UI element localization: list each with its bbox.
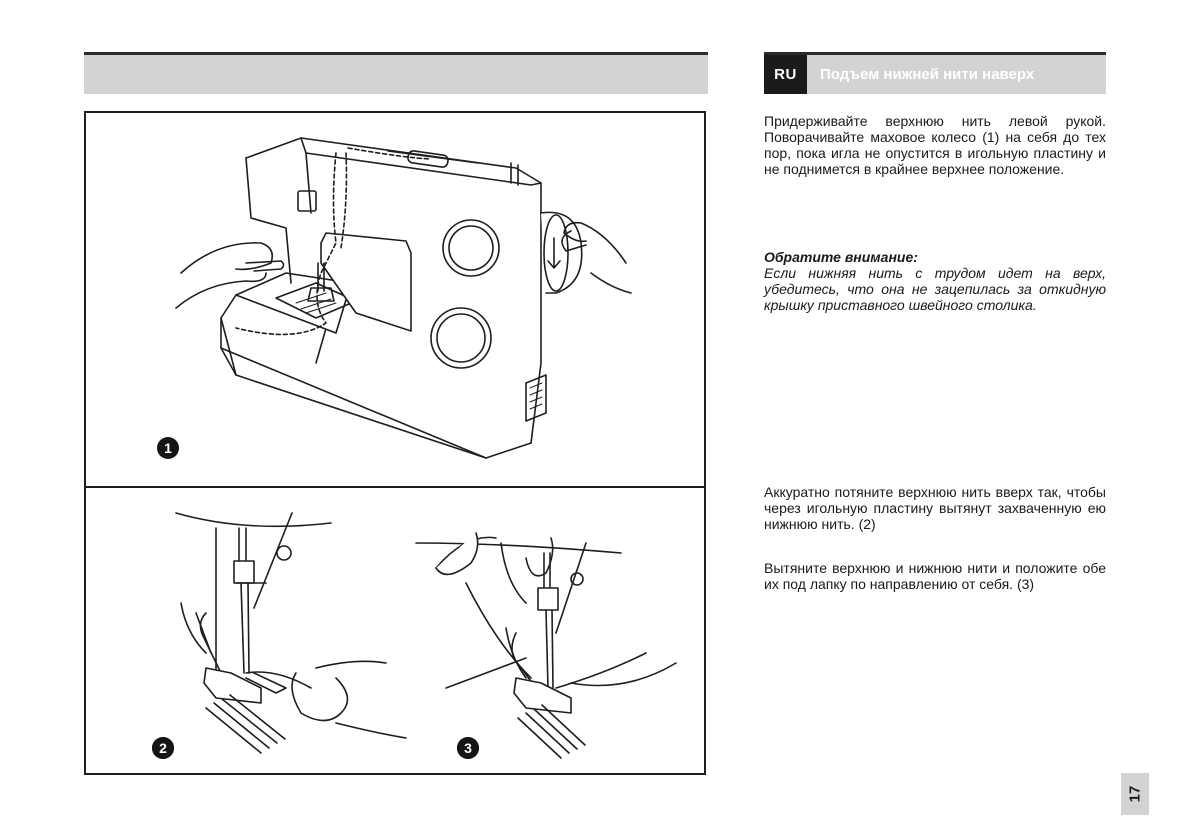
language-badge: RU bbox=[764, 55, 807, 94]
paragraph-pull-thread: Аккуратно потяните верхнюю нить вверх та… bbox=[764, 484, 1106, 532]
page-number: 17 bbox=[1121, 773, 1149, 815]
step-1-badge: 1 bbox=[157, 437, 179, 459]
section-title: Подъем нижней нити наверх bbox=[820, 66, 1035, 83]
illustration-frame: 1 2 3 bbox=[84, 111, 706, 775]
needle-closeup-step2 bbox=[152, 512, 407, 759]
needle-closeup-step3 bbox=[415, 532, 677, 759]
sewing-machine-illustration bbox=[152, 137, 677, 759]
illustration-divider bbox=[86, 486, 704, 488]
section-header: RU Подъем нижней нити наверх bbox=[764, 52, 1106, 94]
note-title: Обратите внимание: bbox=[764, 249, 918, 265]
step-3-label: 3 bbox=[457, 737, 479, 759]
page-number-label: 17 bbox=[1126, 785, 1144, 803]
sewing-machine-drawing bbox=[175, 137, 632, 459]
paragraph-hold-thread: Придерживайте верхнюю нить левой рукой. … bbox=[764, 113, 1106, 177]
note-block: Обратите внимание: Если нижняя нить с тр… bbox=[764, 249, 1106, 313]
left-header-bar bbox=[84, 52, 708, 94]
paragraph-place-threads: Вытяните верхнюю и нижнюю нити и положит… bbox=[764, 560, 1106, 592]
note-text: Если нижняя нить с трудом идет на верх, … bbox=[764, 265, 1106, 313]
step-2-label: 2 bbox=[152, 737, 174, 759]
